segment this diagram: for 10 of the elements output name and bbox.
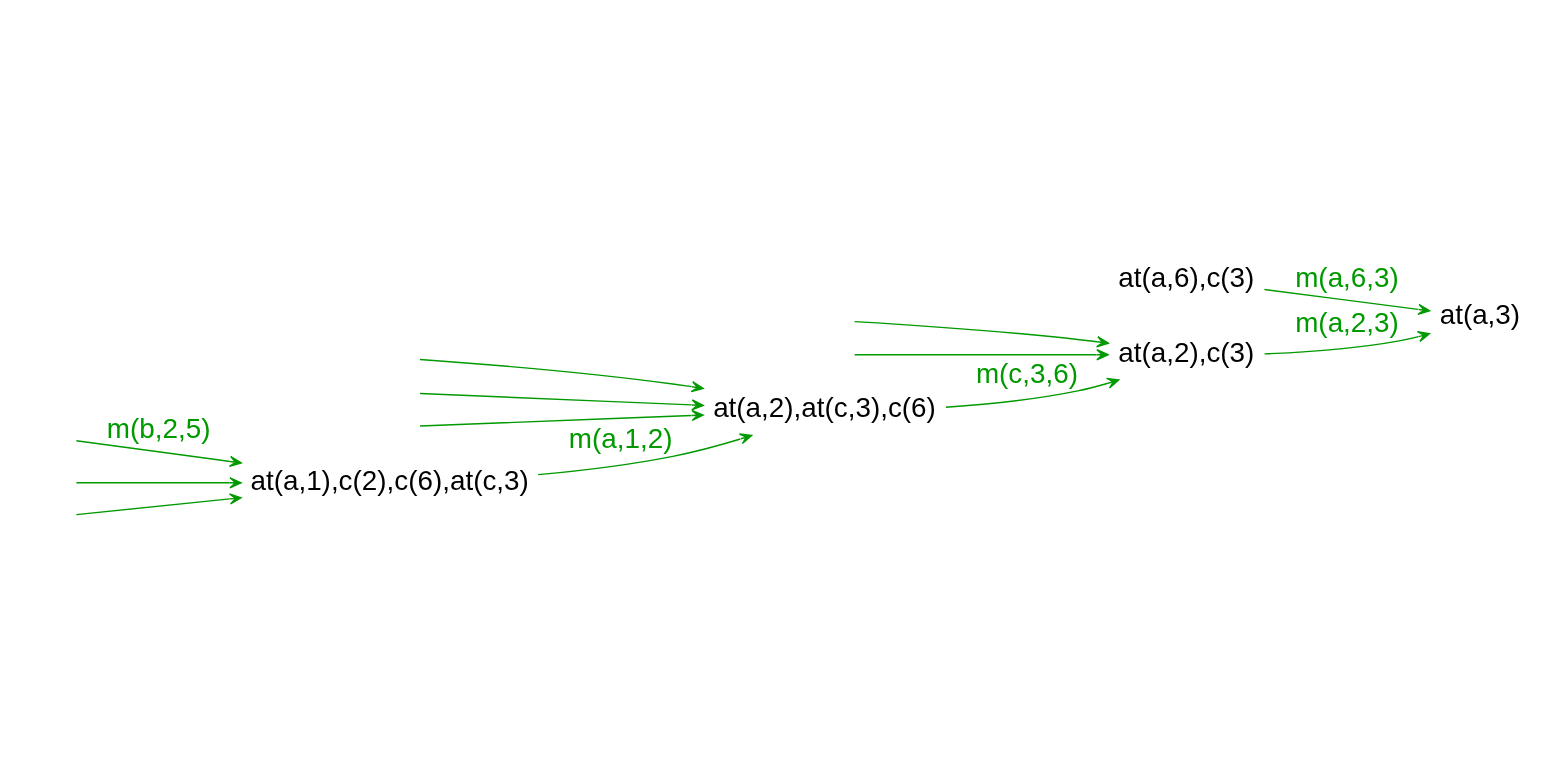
edge-label: m(b,2,5) bbox=[106, 412, 211, 444]
edge-label: m(a,1,2) bbox=[568, 422, 673, 454]
node-text: at(a,1),c(2),c(6),at(c,3) bbox=[250, 464, 529, 496]
edge-label: m(c,3,6) bbox=[975, 357, 1078, 389]
edge-label: m(a,6,3) bbox=[1295, 261, 1399, 293]
node-text: at(a,6),c(3) bbox=[1118, 261, 1255, 293]
node-text: at(a,2),c(3) bbox=[1118, 336, 1255, 368]
node-text: at(a,3) bbox=[1439, 298, 1521, 330]
edge-label: m(a,2,3) bbox=[1295, 306, 1399, 338]
node-text: at(a,2),at(c,3),c(6) bbox=[713, 391, 936, 423]
